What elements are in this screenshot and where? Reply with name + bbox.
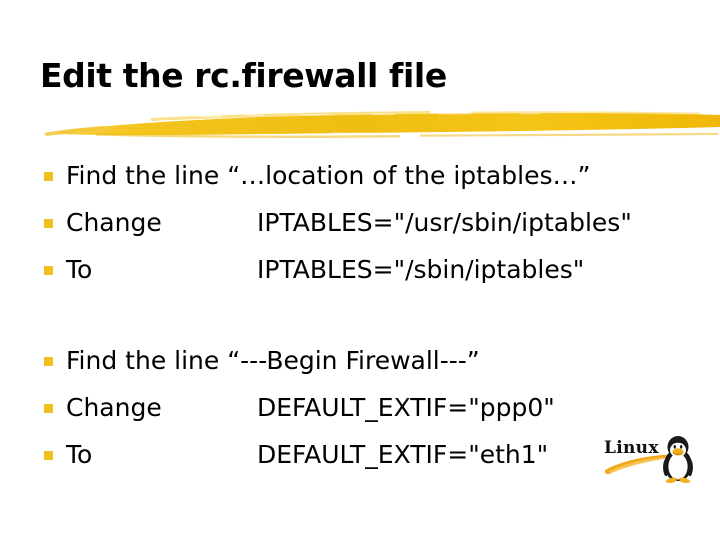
page-title: Edit the rc.firewall file [40,56,447,95]
linux-logo: Linux [604,430,698,486]
list-item-label: Change [66,392,162,422]
list-item-value: DEFAULT_EXTIF="eth1" [257,439,549,469]
square-bullet-icon [44,356,53,366]
square-bullet-icon [44,403,53,413]
brush-stroke-decoration [0,103,720,143]
bullet-group-firewall: Find the line “---Begin Firewall---” Cha… [0,337,720,478]
bullet-group-iptables: Find the line “…location of the iptables… [0,152,720,293]
list-item-value: IPTABLES="/sbin/iptables" [257,254,585,284]
list-item-text: Find the line “…location of the iptables… [66,160,591,190]
list-item: Find the line “---Begin Firewall---” [0,337,720,384]
group-spacer [0,293,720,337]
square-bullet-icon [44,450,53,460]
list-item: To IPTABLES="/sbin/iptables" [0,246,720,293]
list-item-text: Find the line “---Begin Firewall---” [66,345,480,375]
list-item-label: To [66,254,93,284]
list-item-value: IPTABLES="/usr/sbin/iptables" [257,207,632,237]
list-item: Change DEFAULT_EXTIF="ppp0" [0,384,720,431]
title-block: Edit the rc.firewall file [0,55,720,145]
bullet-body: Find the line “…location of the iptables… [0,152,720,478]
list-item-label: Change [66,207,162,237]
square-bullet-icon [44,218,53,228]
list-item-value: DEFAULT_EXTIF="ppp0" [257,392,555,422]
list-item: Find the line “…location of the iptables… [0,152,720,199]
square-bullet-icon [44,265,53,275]
square-bullet-icon [44,171,53,181]
list-item-label: To [66,439,93,469]
list-item: Change IPTABLES="/usr/sbin/iptables" [0,199,720,246]
list-item: To DEFAULT_EXTIF="eth1" [0,431,720,478]
svg-text:Linux: Linux [604,438,659,458]
